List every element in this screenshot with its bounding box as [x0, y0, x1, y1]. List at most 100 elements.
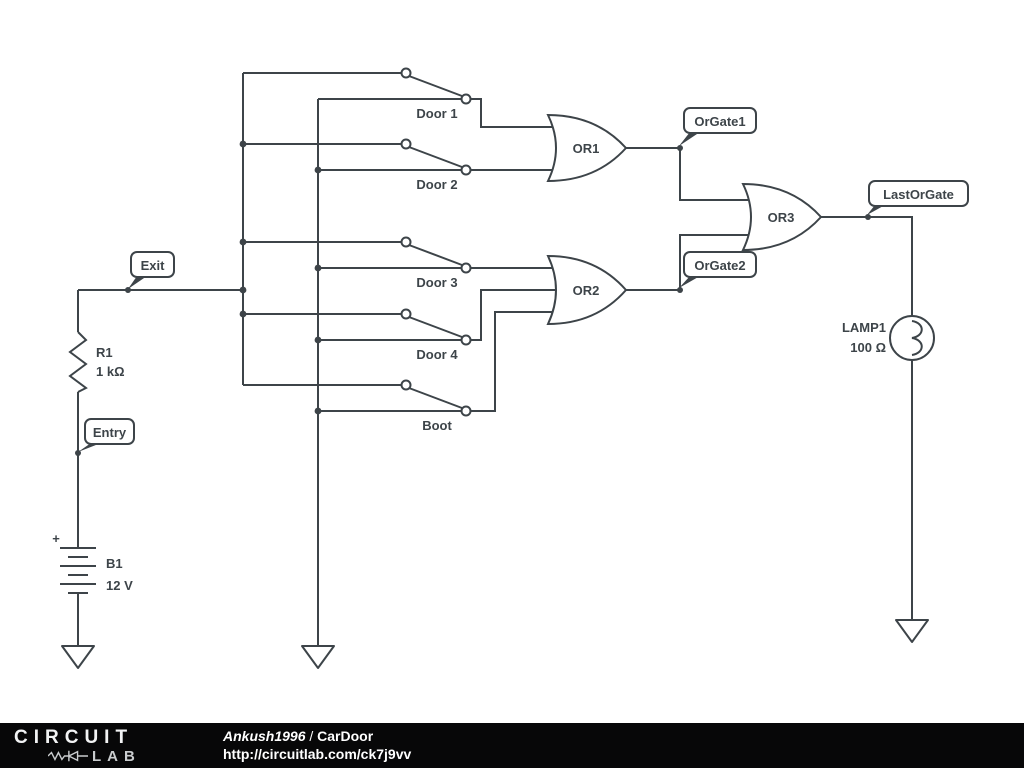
flag-box: [683, 251, 757, 278]
gate-label: OR2: [573, 283, 600, 298]
junction-dot: [239, 310, 247, 318]
junction-dot: [314, 264, 322, 272]
battery-b1[interactable]: + B1 12 V: [52, 531, 133, 594]
switch-door-4[interactable]: Door 4: [400, 308, 472, 363]
or-gate-2[interactable]: OR2: [546, 254, 628, 326]
switch-lever: [408, 75, 463, 97]
byline-separator: /: [309, 728, 314, 744]
switch-terminal: [460, 334, 472, 346]
switch-lever: [408, 387, 463, 409]
switch-lever: [408, 244, 463, 266]
flag-label: OrGate2: [694, 258, 745, 273]
switch-lever: [408, 146, 463, 168]
schematic-canvas[interactable]: R1 1 kΩ + B1 12 V Door 1 Door 2 Door 3: [0, 0, 1024, 723]
resistor-diode-icon: [48, 750, 88, 762]
lamp-filament: [911, 320, 923, 356]
author-name: Ankush1996: [223, 728, 306, 744]
flag-lastorgate[interactable]: LastOrGate: [867, 180, 969, 215]
junction-dot: [677, 287, 683, 293]
switch-terminal: [460, 164, 472, 176]
switch-boot[interactable]: Boot: [400, 379, 472, 434]
junction-dot: [239, 140, 247, 148]
junction-dot: [314, 166, 322, 174]
flag-exit[interactable]: Exit: [128, 251, 175, 289]
junction-dot: [239, 286, 247, 294]
or-gate-1[interactable]: OR1: [546, 113, 628, 183]
wire: [679, 148, 755, 201]
junction-dot: [677, 145, 683, 151]
wire: [821, 216, 913, 316]
switch-lever: [408, 316, 463, 338]
flag-box: [868, 180, 969, 207]
wire: [470, 311, 560, 412]
schematic-url[interactable]: http://circuitlab.com/ck7j9vv: [223, 745, 412, 762]
wire-network: [77, 72, 913, 646]
switch-label: Door 4: [416, 347, 458, 362]
flag-box: [683, 107, 757, 134]
junction-dot: [75, 450, 81, 456]
flag-label: LastOrGate: [883, 187, 954, 202]
switch-terminal: [400, 236, 412, 248]
or-gate-body: [741, 182, 823, 252]
wire: [679, 234, 755, 290]
lamp-value: 100 Ω: [850, 340, 886, 355]
ground-icon[interactable]: [301, 645, 335, 669]
flag-box: [84, 418, 135, 445]
switch-terminal: [460, 405, 472, 417]
ground-icon[interactable]: [61, 645, 95, 669]
battery-plus-sign: +: [52, 531, 60, 546]
flag-label: Exit: [141, 258, 166, 273]
switch-terminal: [400, 379, 412, 391]
battery-name: B1: [106, 556, 123, 571]
switch-terminal: [460, 262, 472, 274]
ground-icon[interactable]: [895, 619, 929, 643]
flag-tail: [679, 132, 700, 146]
junction-dot: [125, 287, 131, 293]
junction-dot: [865, 214, 871, 220]
switch-label: Door 1: [416, 106, 457, 121]
lamp-name: LAMP1: [842, 320, 886, 335]
flag-tail: [78, 443, 101, 452]
switch-terminal: [400, 67, 412, 79]
switch-label: Door 3: [416, 275, 457, 290]
resistor-zigzag: [68, 331, 88, 393]
schematic-title: CarDoor: [317, 728, 374, 744]
footer-bar: CIRCUIT LAB Ankush1996 / CarDoor http://…: [0, 723, 1024, 768]
or-gate-body: [546, 254, 628, 326]
switch-door-1[interactable]: Door 1: [400, 67, 472, 122]
junction-dots: [75, 140, 871, 456]
resistor-value: 1 kΩ: [96, 364, 125, 379]
flag-entry[interactable]: Entry: [78, 418, 135, 452]
wire: [470, 289, 560, 341]
switch-door-3[interactable]: Door 3: [400, 236, 472, 291]
flag-orgate2[interactable]: OrGate2: [679, 251, 757, 288]
switch-terminal: [400, 308, 412, 320]
gate-label: OR1: [573, 141, 600, 156]
flag-tail: [867, 205, 885, 215]
or-gate-body: [546, 113, 628, 183]
battery-value: 12 V: [106, 578, 133, 593]
flag-orgate1[interactable]: OrGate1: [679, 107, 757, 146]
junction-dot: [239, 238, 247, 246]
logo-text-lab: LAB: [92, 747, 141, 765]
switch-terminal: [400, 138, 412, 150]
switch-label: Door 2: [416, 177, 457, 192]
junction-dot: [314, 407, 322, 415]
gate-label: OR3: [768, 210, 795, 225]
switch-label: Boot: [422, 418, 452, 433]
resistor-r1[interactable]: R1 1 kΩ: [68, 331, 125, 393]
circuitlab-logo[interactable]: CIRCUIT LAB: [0, 728, 205, 764]
logo-text-circuit: CIRCUIT: [14, 726, 134, 748]
switch-door-2[interactable]: Door 2: [400, 138, 472, 193]
junction-dot: [314, 336, 322, 344]
lamp-lamp1[interactable]: LAMP1 100 Ω: [842, 315, 935, 361]
schematic-meta: Ankush1996 / CarDoor http://circuitlab.c…: [205, 728, 411, 763]
flag-box: [130, 251, 175, 278]
wire: [470, 98, 560, 128]
or-gate-3[interactable]: OR3: [741, 182, 823, 252]
switch-terminal: [460, 93, 472, 105]
flag-label: Entry: [93, 425, 127, 440]
resistor-name: R1: [96, 345, 113, 360]
flag-tail: [679, 276, 700, 288]
